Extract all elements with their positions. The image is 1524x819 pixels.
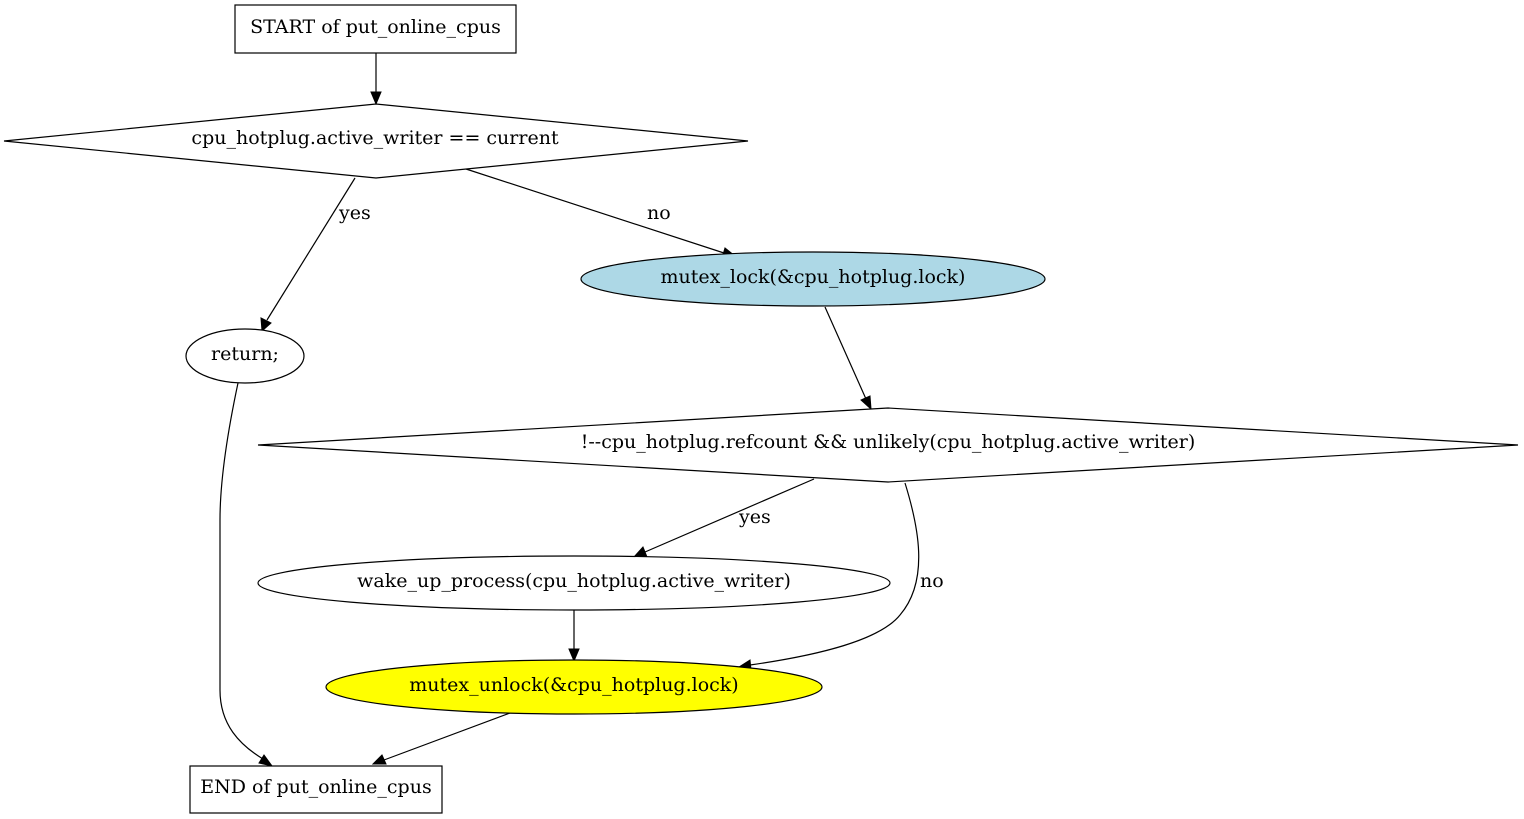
node-end: END of put_online_cpus bbox=[189, 765, 443, 814]
edge-label-yes-1: yes bbox=[338, 202, 371, 224]
node-wake-up: wake_up_process(cpu_hotplug.active_write… bbox=[257, 555, 891, 611]
node-return-label: return; bbox=[211, 343, 279, 365]
edge-wake-up-to-mutex-unlock bbox=[568, 610, 580, 663]
node-mutex-lock: mutex_lock(&cpu_hotplug.lock) bbox=[580, 251, 1046, 307]
node-mutex-lock-label: mutex_lock(&cpu_hotplug.lock) bbox=[661, 266, 966, 288]
edge-return-to-end bbox=[219, 382, 274, 767]
edge-cond-active-writer-no: no bbox=[465, 168, 737, 259]
node-cond-refcount-label: !--cpu_hotplug.refcount && unlikely(cpu_… bbox=[581, 431, 1196, 453]
node-wake-up-label: wake_up_process(cpu_hotplug.active_write… bbox=[357, 570, 791, 592]
edge-label-yes-2: yes bbox=[738, 506, 771, 528]
edge-start-to-cond-active-writer bbox=[370, 53, 382, 106]
node-cond-active-writer: cpu_hotplug.active_writer == current bbox=[3, 103, 749, 179]
node-cond-active-writer-label: cpu_hotplug.active_writer == current bbox=[191, 127, 559, 149]
node-cond-refcount: !--cpu_hotplug.refcount && unlikely(cpu_… bbox=[257, 407, 1519, 483]
edge-cond-refcount-yes: yes bbox=[632, 478, 815, 558]
node-start-label: START of put_online_cpus bbox=[250, 16, 501, 38]
node-start: START of put_online_cpus bbox=[234, 4, 517, 54]
node-return: return; bbox=[185, 328, 305, 384]
edge-label-no-1: no bbox=[647, 202, 671, 224]
edge-label-no-2: no bbox=[920, 570, 944, 592]
edge-cond-active-writer-yes: yes bbox=[260, 177, 371, 333]
edge-mutex-lock-to-cond-refcount bbox=[824, 306, 872, 411]
node-end-label: END of put_online_cpus bbox=[200, 776, 431, 798]
edge-mutex-unlock-to-end bbox=[371, 712, 511, 765]
node-mutex-unlock-label: mutex_unlock(&cpu_hotplug.lock) bbox=[409, 674, 738, 696]
node-mutex-unlock: mutex_unlock(&cpu_hotplug.lock) bbox=[325, 659, 823, 715]
